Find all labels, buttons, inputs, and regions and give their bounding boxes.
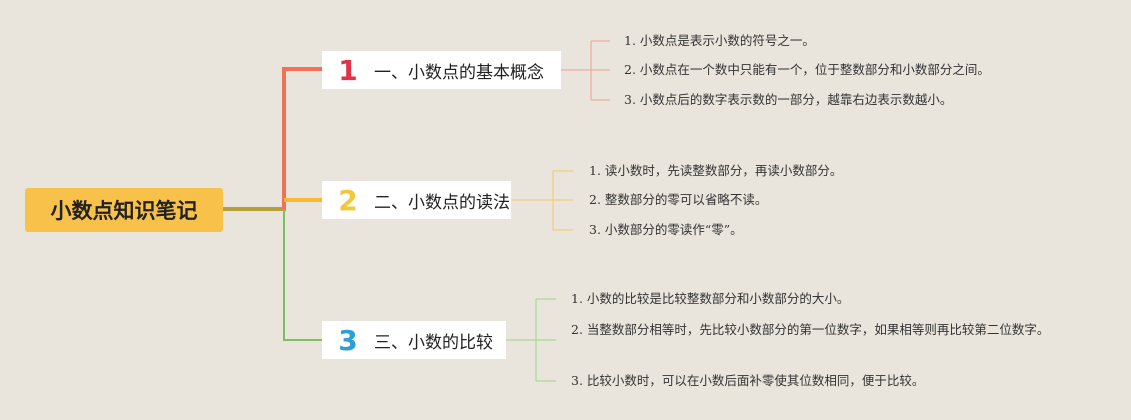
branch-node-3[interactable]: 3 三、小数的比较 xyxy=(322,321,506,359)
branch-1-leaf-2: 2. 小数点在一个数中只能有一个，位于整数部分和小数部分之间。 xyxy=(624,62,990,77)
branch-2-number: 2 xyxy=(338,183,358,217)
branch-node-1[interactable]: 1 一、小数点的基本概念 xyxy=(322,51,561,89)
branch-2-title: 二、小数点的读法 xyxy=(374,192,510,213)
branch-2-leaf-3: 3. 小数部分的零读作“零”。 xyxy=(589,222,743,237)
root-label: 小数点知识笔记 xyxy=(50,199,198,223)
branch-3-title: 三、小数的比较 xyxy=(374,332,493,353)
branch-2-leaf-1: 1. 读小数时，先读整数部分，再读小数部分。 xyxy=(589,163,843,178)
branch-1-leaf-3: 3. 小数点后的数字表示数的一部分，越靠右边表示数越小。 xyxy=(624,92,953,107)
branch-1-connector xyxy=(282,67,322,209)
branch-3-leaf-3: 3. 比较小数时，可以在小数后面补零使其位数相同，便于比较。 xyxy=(571,373,925,388)
branch-1-title: 一、小数点的基本概念 xyxy=(374,62,544,83)
branch-3-leaf-connectors xyxy=(506,298,556,382)
branch-2-leaf-connectors xyxy=(511,170,573,231)
branch-1-leaf-1: 1. 小数点是表示小数的符号之一。 xyxy=(624,33,815,48)
branch-3-leaf-2: 2. 当整数部分相等时，先比较小数部分的第一位数字，如果相等则再比较第二位数字。 xyxy=(571,322,1050,337)
branch-1-number: 1 xyxy=(338,53,358,87)
branch-node-2[interactable]: 2 二、小数点的读法 xyxy=(322,181,511,219)
branch-2-leaf-2: 2. 整数部分的零可以省略不读。 xyxy=(589,192,768,207)
branch-3-number: 3 xyxy=(338,323,358,357)
branch-3-leaf-1: 1. 小数的比较是比较整数部分和小数部分的大小。 xyxy=(571,291,850,306)
root-node[interactable]: 小数点知识笔记 xyxy=(25,188,223,232)
branch-3-connector xyxy=(283,210,322,341)
branch-1-leaf-connectors xyxy=(561,40,610,101)
